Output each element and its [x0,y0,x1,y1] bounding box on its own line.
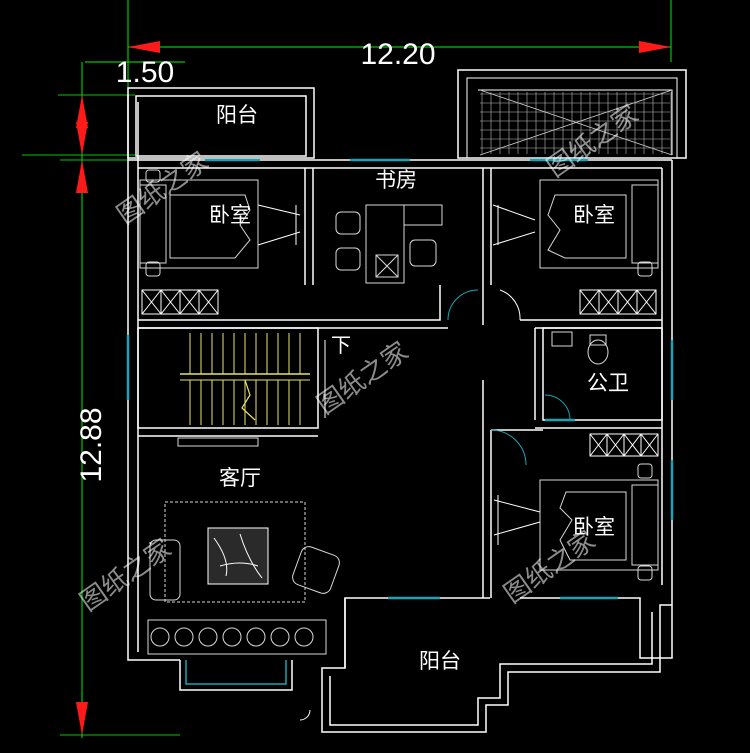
study-desk [365,204,405,284]
top-right-balcony [457,69,687,159]
depth-arrow-top [76,95,88,128]
bay-dimension-label: 1.50 [116,56,174,89]
wardrobe-cross [617,289,638,315]
wardrobe-cross [640,433,659,457]
cabinet-ornament [150,627,170,647]
wardrobes [141,289,659,457]
room-label-living-room: 客厅 [219,466,261,490]
toilet [589,334,607,346]
width-arrow-left [128,41,160,53]
width-dimension-label: 12.20 [360,38,435,71]
wardrobe-cross [598,289,619,315]
wardrobe-cross [179,289,200,315]
dimension-lines [22,0,672,738]
wardrobe-cross [160,289,181,315]
interior-walls [137,168,663,598]
wardrobe-cell [198,289,219,315]
cabinet-ornament [174,627,194,647]
depth-arrow-bottom [76,702,88,735]
cabinet-ornament [222,627,242,647]
wardrobe-cell [636,289,657,315]
staircase [180,333,326,425]
bay-window [179,660,293,691]
watermark-4: 图纸之家 [75,533,177,617]
room-label-study: 书房 [375,168,417,192]
wardrobe-cross [198,289,219,315]
cabinet-ornament [198,627,218,647]
coffee-table-rug [164,501,306,603]
depth-dimension-label: 12.88 [75,407,108,482]
tv-cabinet [147,619,327,655]
watermarks: 图纸之家 图纸之家 图纸之家 图纸之家 图纸之家 [75,99,644,617]
room-label-bedroom-ne: 卧室 [573,203,615,227]
wardrobe-cross [579,289,600,315]
wardrobe-cross [141,289,162,315]
room-label-public-bath: 公卫 [587,371,629,395]
depth-arrow-mid-up [76,122,88,155]
room-label-balcony-top: 阳台 [216,103,258,127]
cabinet-ornament [246,627,266,647]
watermark-3: 图纸之家 [312,336,414,420]
door-swings [257,204,571,721]
wardrobe-cross [589,433,608,457]
depth-arrow-mid-down [76,160,88,193]
wardrobe-cross [636,289,657,315]
wardrobe-cross [606,433,625,457]
cabinet-ornament [294,627,314,647]
room-label-balcony-bottom: 阳台 [419,649,461,673]
cabinet-ornament [270,627,290,647]
wardrobe-cross [623,433,642,457]
room-labels: 阳台 书房 卧室 卧室 下 公卫 客厅 卧室 阳台 [209,103,629,673]
wardrobe-cell [640,433,659,457]
width-arrow-right [639,41,671,53]
room-label-bedroom-nw: 卧室 [209,203,251,227]
furniture [139,169,659,655]
armchair [292,546,340,594]
room-label-bedroom-se: 卧室 [573,515,615,539]
watermark-1: 图纸之家 [112,146,214,230]
room-label-stair-down: 下 [331,333,351,357]
